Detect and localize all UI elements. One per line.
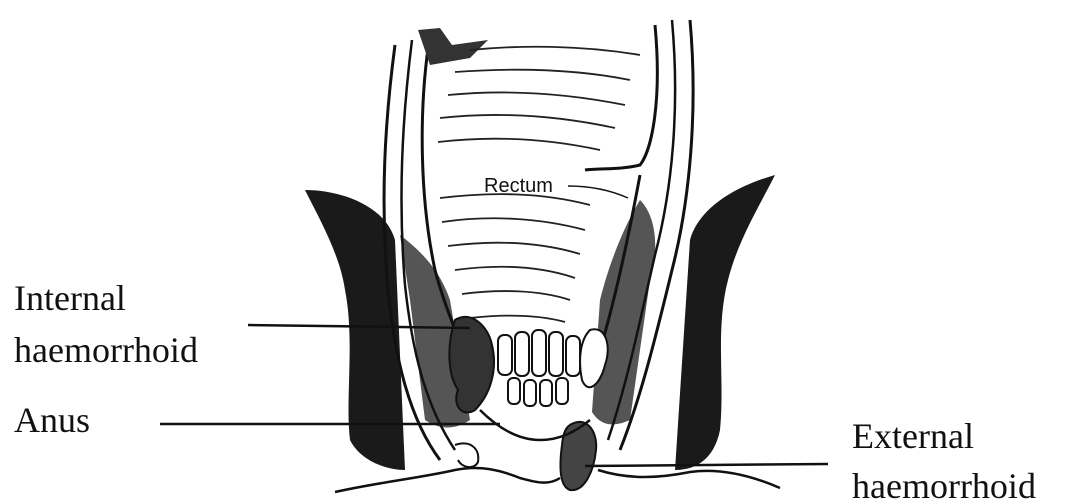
internal-haemorrhoid-label-line2: haemorrhoid [14, 330, 198, 370]
rectum-pointer [568, 186, 628, 198]
external-haemorrhoid-mass [560, 422, 596, 490]
left-outer-muscle [305, 190, 405, 470]
anal-columns [498, 330, 580, 406]
perianal-skin-left [335, 468, 560, 492]
perianal-skin-right [598, 470, 780, 488]
right-outer-muscle [675, 175, 775, 470]
left-skin-fold [455, 444, 478, 468]
left-top-cap [418, 28, 488, 65]
internal-haemorrhoid-label-line1: Internal [14, 278, 126, 318]
rectum-label: Rectum [484, 175, 553, 197]
external-haemorrhoid-leader [585, 464, 828, 466]
external-haemorrhoid-label-line2: haemorrhoid [852, 466, 1036, 504]
external-haemorrhoid-label-line1: External [852, 416, 974, 456]
anus-label: Anus [14, 400, 90, 440]
internal-haemorrhoid-mass [449, 317, 494, 413]
